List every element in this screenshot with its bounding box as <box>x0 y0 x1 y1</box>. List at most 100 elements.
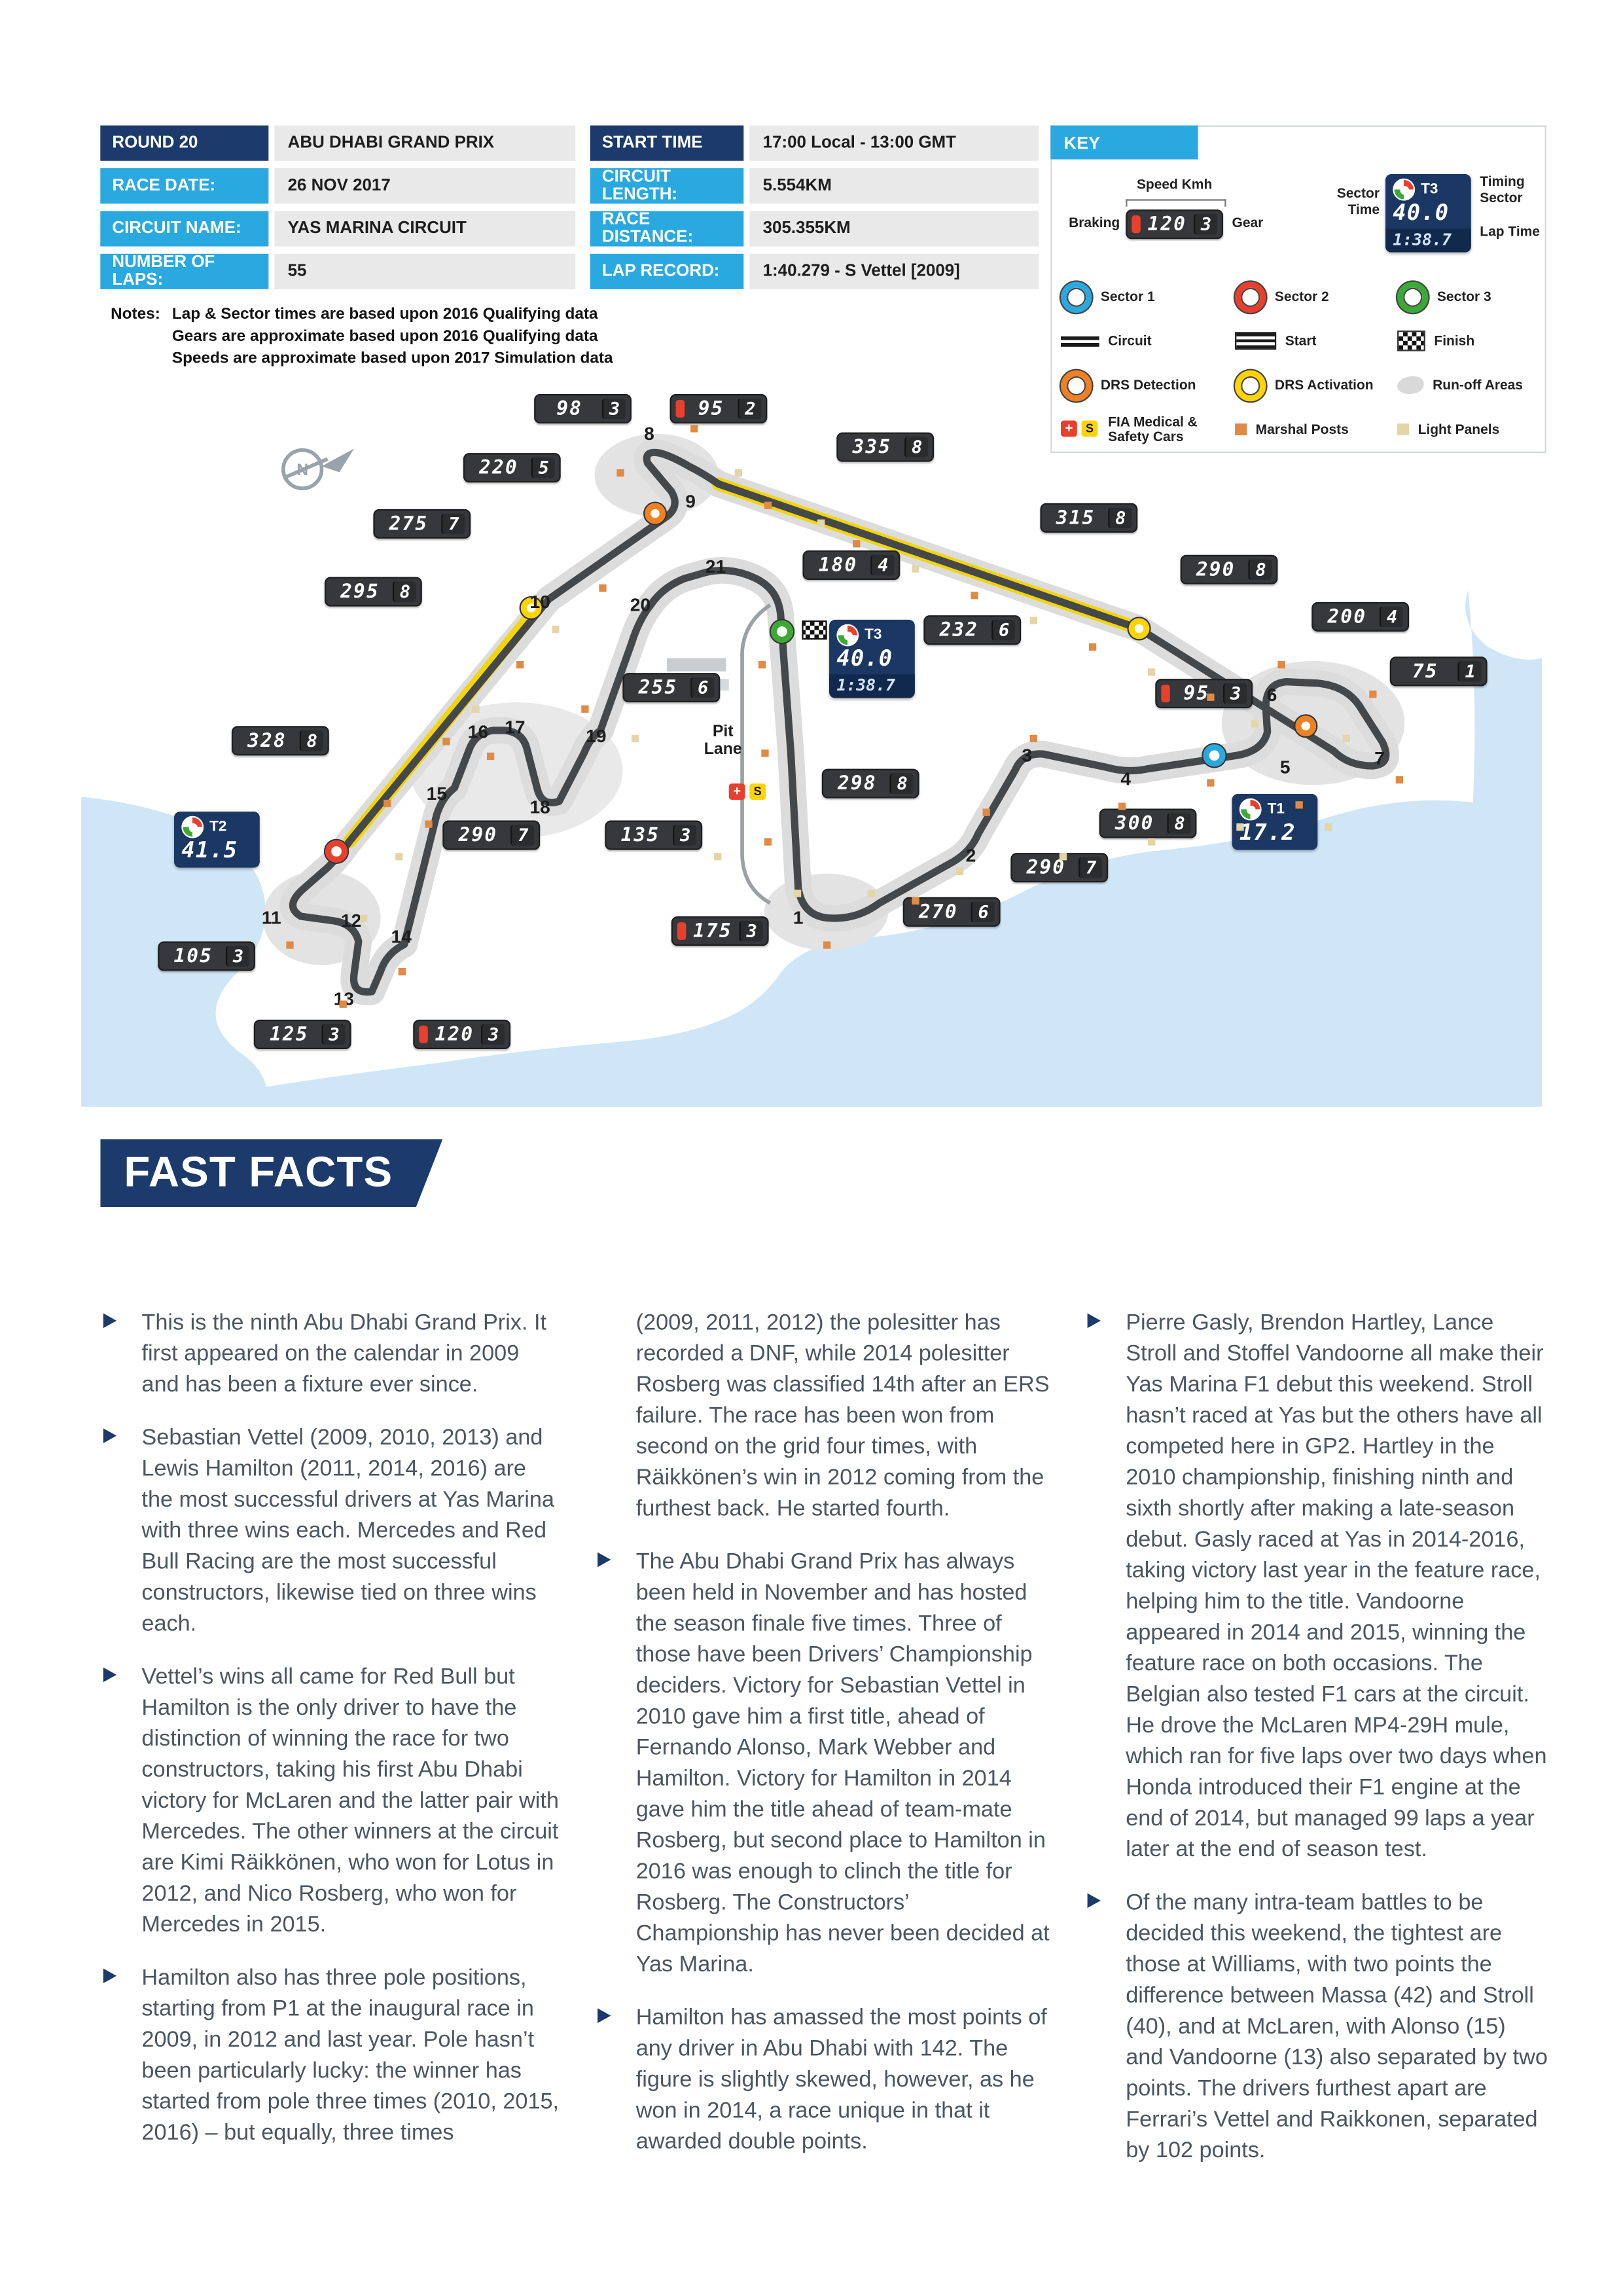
facts-text: Vettel’s wins all came for Red Bull but … <box>141 1664 559 1938</box>
turn-number-label: 6 <box>1266 685 1277 706</box>
turn-number-label: 20 <box>630 594 651 616</box>
light-panel <box>1148 668 1155 675</box>
notes-lines: Lap & Sector times are based upon 2016 Q… <box>172 304 613 370</box>
key-item-label: DRS Detection <box>1100 377 1196 393</box>
marshal-post <box>1029 734 1037 742</box>
info-label: START TIME <box>590 125 744 161</box>
light-panel <box>734 469 741 476</box>
key-item-label: DRS Activation <box>1274 377 1374 393</box>
bullet-arrow-icon <box>103 1667 117 1683</box>
light-panel <box>1325 823 1332 831</box>
info-value: 5.554KM <box>749 168 1039 204</box>
facts-paragraph: (2009, 2011, 2012) the polesitter has re… <box>595 1308 1058 1524</box>
marshal-post <box>823 941 830 948</box>
light-panel <box>1059 853 1066 860</box>
stopwatch-icon <box>836 624 859 647</box>
drs-activation-ring-icon <box>1235 369 1266 401</box>
turn-number-label: 16 <box>467 721 489 743</box>
info-value: ABU DHABI GRAND PRIX <box>274 125 576 161</box>
light-panel <box>1148 838 1155 845</box>
turn-number-label: 9 <box>685 491 696 512</box>
marshal-post <box>425 820 432 827</box>
key-item: Marshal Posts <box>1235 422 1397 437</box>
turn-number-label: 10 <box>529 592 550 613</box>
stopwatch-icon <box>181 816 204 838</box>
track-path <box>289 448 1390 996</box>
turn-number-label: 12 <box>340 910 362 931</box>
circuit-map: N Pit Lane 98395222053358275731582958180… <box>0 369 1623 1136</box>
key-item-label: Sector 2 <box>1274 289 1329 304</box>
map-overlays: Pit Lane 9839522205335827573158295818042… <box>0 369 1623 1136</box>
facts-paragraph: Of the many intra-team battles to be dec… <box>1084 1888 1548 2166</box>
key-item-label: Circuit <box>1108 332 1152 348</box>
facts-text: (2009, 2011, 2012) the polesitter has re… <box>635 1310 1050 1522</box>
turn-number-label: 7 <box>1374 748 1385 769</box>
sector3-ring-icon <box>1397 281 1429 312</box>
speed-bracket <box>1126 199 1226 207</box>
marshal-post <box>761 749 768 757</box>
info-label: ROUND 20 <box>100 125 269 161</box>
marshal-post <box>286 941 293 948</box>
turn-number-label: 19 <box>586 726 607 747</box>
facts-paragraph: Vettel’s wins all came for Red Bull but … <box>100 1662 560 1941</box>
light-panel <box>955 867 963 874</box>
key-item: Sector 3 <box>1397 281 1541 312</box>
info-row: RACE DISTANCE:305.355KM <box>590 211 1039 247</box>
bullet-arrow-icon <box>103 1313 117 1329</box>
light-panel <box>631 734 639 742</box>
fast-facts-title: FAST FACTS <box>124 1149 393 1196</box>
facts-paragraph: Pierre Gasly, Brendon Hartley, Lance Str… <box>1084 1308 1548 1865</box>
info-label: RACE DISTANCE: <box>590 211 744 247</box>
finish-checkered-icon <box>1397 331 1425 351</box>
sea-bottom-right <box>147 797 1542 1107</box>
marshal-post <box>1369 691 1376 698</box>
light-panel <box>395 853 402 860</box>
info-value: YAS MARINA CIRCUIT <box>274 211 576 247</box>
info-row: CIRCUIT NAME:YAS MARINA CIRCUIT <box>100 211 576 247</box>
turn-number-label: 3 <box>1022 745 1033 766</box>
marshal-post <box>398 967 405 975</box>
key-item: FIA Medical & Safety Cars <box>1061 414 1235 444</box>
facts-paragraph: Hamilton also has three pole positions, … <box>100 1963 560 2149</box>
facts-text: Sebastian Vettel (2009, 2010, 2013) and … <box>141 1425 554 1637</box>
light-panel-square-icon <box>1397 423 1410 436</box>
facts-paragraph: This is the ninth Abu Dhabi Grand Prix. … <box>100 1308 560 1401</box>
example-lap-time: 1:38.7 <box>1385 228 1471 253</box>
info-label: NUMBER OF LAPS: <box>100 253 269 289</box>
light-panel <box>912 565 919 572</box>
info-row: CIRCUIT LENGTH:5.554KM <box>590 168 1039 204</box>
facts-text: Pierre Gasly, Brendon Hartley, Lance Str… <box>1126 1310 1547 1863</box>
light-panel <box>793 889 801 897</box>
marshal-post <box>486 752 494 759</box>
key-item-label: Run-off Areas <box>1433 377 1523 393</box>
marshal-post <box>912 897 919 904</box>
turn-number-label: 21 <box>705 556 726 577</box>
key-item: Finish <box>1397 331 1541 351</box>
light-panel <box>1236 823 1243 831</box>
pit-lane-label: Pit Lane <box>704 723 742 759</box>
light-panel <box>817 519 825 526</box>
info-row: NUMBER OF LAPS:55 <box>100 253 576 289</box>
sector1-ring-icon <box>1061 281 1092 312</box>
fia-medical-map-icon <box>728 783 768 801</box>
notes: Notes: Lap & Sector times are based upon… <box>111 304 613 370</box>
bullet-arrow-icon <box>103 1428 117 1443</box>
light-panel <box>1251 720 1258 727</box>
turn-number-label: 5 <box>1279 757 1291 778</box>
pit-lane-path <box>740 603 772 905</box>
